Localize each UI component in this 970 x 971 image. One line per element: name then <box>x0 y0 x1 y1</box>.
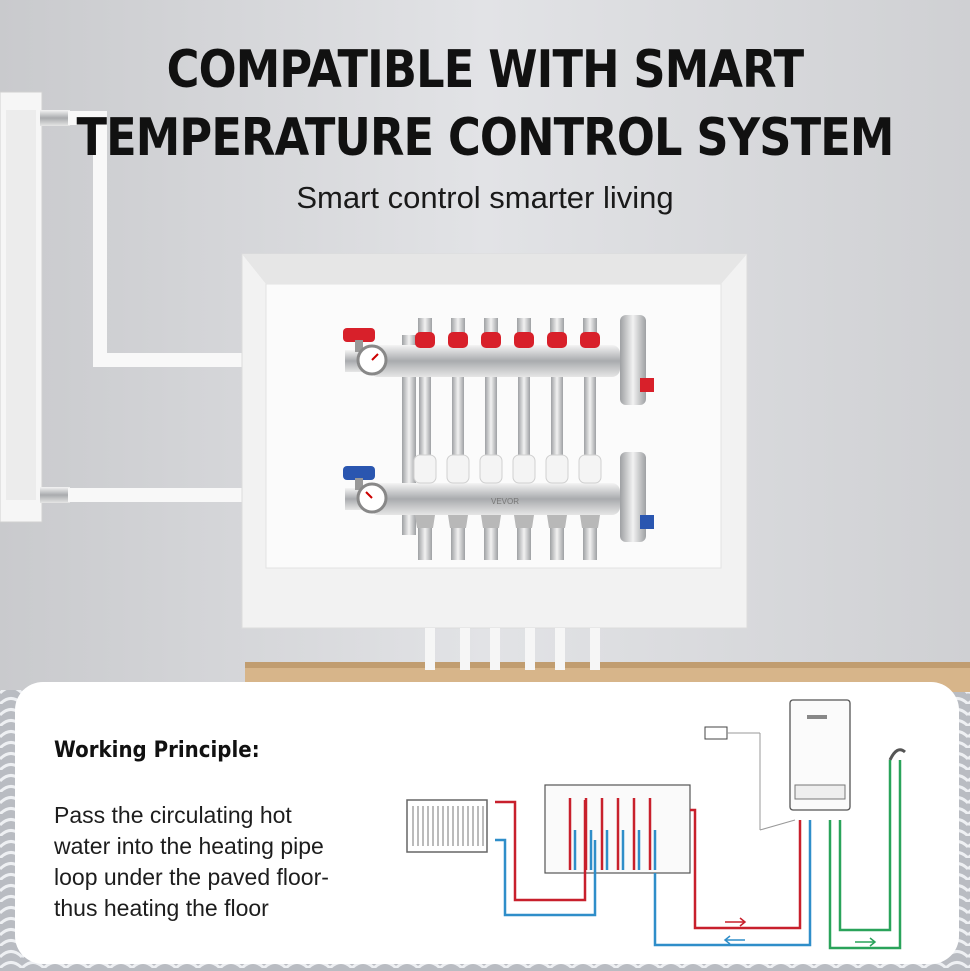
floor-heating-manifold: VEVOR <box>343 315 654 560</box>
boiler-icon <box>789 699 851 811</box>
faucet-icon <box>888 748 906 761</box>
manifold-loop <box>446 318 470 560</box>
manifold-loop <box>413 318 437 560</box>
working-principle-heading: Working Principle: <box>54 738 260 763</box>
headline-line-2: TEMPERATURE CONTROL SYSTEM <box>76 108 894 168</box>
thermostat-icon <box>704 726 796 831</box>
subtitle: Smart control smarter living <box>296 180 674 215</box>
manifold-loop <box>512 318 536 560</box>
manifold-brand-label: VEVOR <box>491 497 519 506</box>
manifold-loop <box>578 318 602 560</box>
air-vent-lower <box>620 452 654 542</box>
radiator <box>0 91 70 523</box>
working-principle-text: Pass the circulating hot water into the … <box>54 802 329 921</box>
return-ball-valve <box>343 466 388 514</box>
radiator-icon <box>406 799 488 853</box>
air-vent-upper <box>620 315 654 405</box>
headline-line-1: COMPATIBLE WITH SMART <box>166 40 805 100</box>
supply-ball-valve <box>343 328 388 376</box>
manifold-loop <box>479 318 503 560</box>
manifold-loop <box>545 318 569 560</box>
heating-schematic <box>406 699 906 950</box>
